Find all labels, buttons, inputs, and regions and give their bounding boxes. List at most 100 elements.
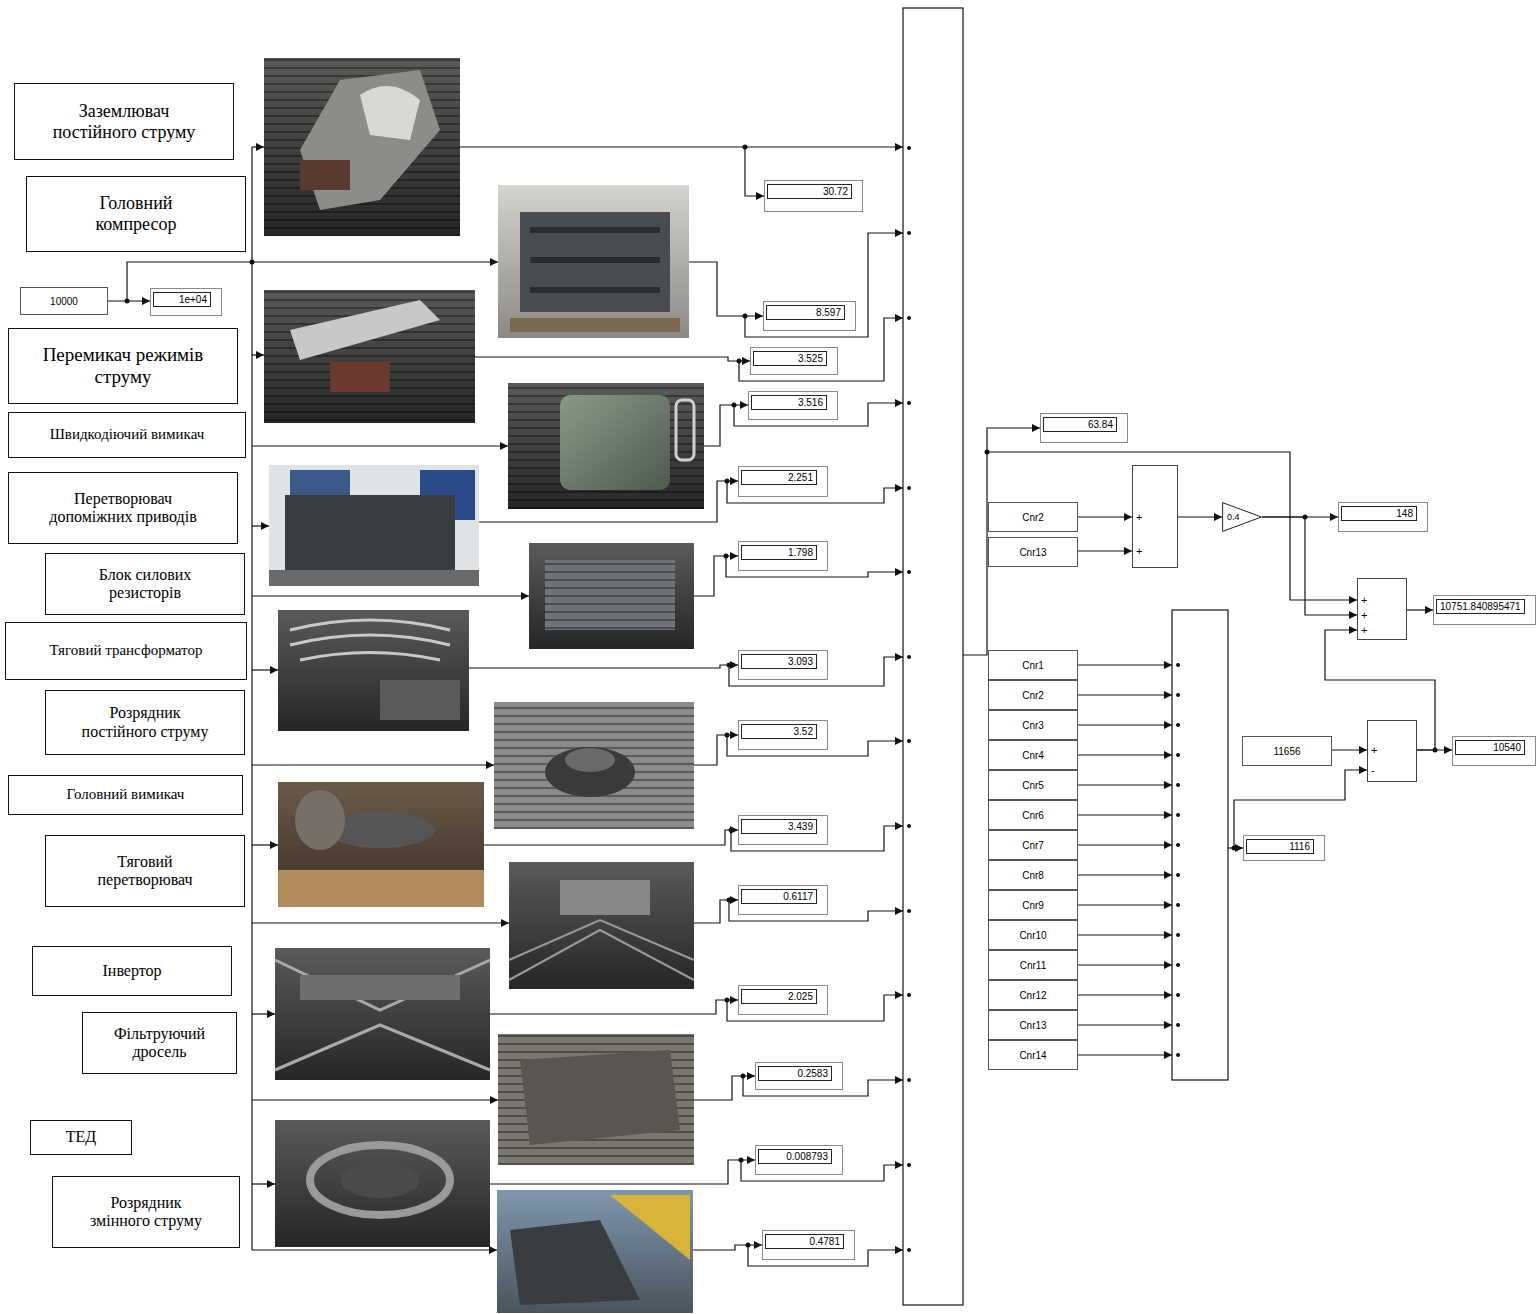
display-value: 0.2583: [758, 1066, 832, 1081]
display-value: 63.84: [1043, 417, 1117, 432]
constant-block: 11656: [1242, 736, 1332, 766]
port-dot: [907, 146, 911, 1252]
signal-wire: [745, 147, 764, 196]
display-block: 10540: [1452, 736, 1536, 766]
display-value: 3.516: [751, 395, 827, 410]
signal-bus: [251, 147, 252, 1250]
constant-block: Cnr2: [988, 680, 1078, 710]
photo-object: [520, 212, 670, 312]
constant-block: Cnr9: [988, 890, 1078, 920]
junction-dot: [985, 450, 990, 455]
signal-wire: [252, 595, 529, 596]
junction-dot: [725, 733, 730, 738]
display-block: 1116: [1243, 835, 1325, 861]
component-label: Заземлювач постійного струму: [14, 83, 234, 160]
display-value: 3.093: [741, 654, 817, 669]
junction-dot: [743, 145, 748, 150]
display-block: 0.2583: [755, 1062, 843, 1090]
signal-wire: [490, 1160, 755, 1184]
constant-value: Cnr5: [1022, 780, 1044, 791]
photo-object: [285, 495, 455, 570]
photo: [264, 290, 475, 423]
display-value: 0.008793: [758, 1149, 832, 1164]
photo: [508, 383, 704, 509]
display-block: 148: [1338, 502, 1428, 532]
photo-texture: [494, 702, 694, 829]
component-label: ТЕД: [30, 1120, 132, 1155]
photo-object: [520, 1050, 680, 1145]
component-name: Блок силових резисторів: [80, 566, 210, 603]
display-block: 1e+04: [150, 288, 222, 316]
signal-wire: [694, 900, 738, 923]
photo-texture: [545, 560, 675, 630]
display-value: 1.798: [741, 545, 817, 560]
photo-object: [560, 395, 670, 490]
photo-object: [530, 230, 660, 290]
component-label: Розрядник змінного струму: [52, 1176, 240, 1248]
photo-object: [269, 570, 479, 586]
gain-triangle: [1223, 503, 1262, 532]
signal-connector: [1178, 516, 1222, 517]
constant-value: 11656: [1273, 746, 1300, 757]
constant-value: 10000: [50, 296, 78, 307]
photo-object: [300, 70, 440, 210]
sum-block: ++: [1132, 465, 1178, 568]
signal-connector: [1407, 609, 1433, 610]
photo-object: [565, 748, 615, 772]
photo: [509, 862, 694, 989]
constant-block: Cnr8: [988, 860, 1078, 890]
component-name: Перемикач режимів струму: [28, 344, 218, 388]
component-label: Розрядник постійного струму: [45, 690, 245, 755]
display-block: 1.798: [738, 541, 828, 571]
photo-object: [300, 975, 460, 1000]
display-value: 3.52: [741, 724, 817, 739]
photo-object: [290, 300, 440, 360]
component-name: Заземлювач постійного струму: [44, 101, 204, 142]
signal-wire: [469, 665, 738, 668]
signal-wire: [689, 262, 763, 316]
display-block: 30.72: [764, 180, 863, 212]
signal-wire: [252, 261, 498, 262]
photo: [498, 185, 689, 338]
constant-value: Cnr6: [1022, 810, 1044, 821]
component-name: ТЕД: [66, 1128, 96, 1146]
constant-value: Cnr9: [1022, 900, 1044, 911]
gain-block: 0.4: [1222, 502, 1262, 532]
constant-value: Cnr2: [1022, 690, 1044, 701]
component-name: Тяговий трансформатор: [50, 642, 203, 659]
constant-value: Cnr13: [1019, 1020, 1046, 1031]
constant-block: Cnr5: [988, 770, 1078, 800]
photo: [264, 58, 460, 236]
display-value: 8.597: [766, 305, 845, 320]
photo-texture: [264, 290, 475, 423]
sign-label: -: [1368, 763, 1416, 777]
photo-object: [360, 86, 420, 140]
display-value: 0.4781: [765, 1234, 844, 1249]
component-label: Тяговий перетворювач: [45, 835, 245, 907]
photo: [494, 702, 694, 829]
constant-value: Cnr3: [1022, 720, 1044, 731]
photo-texture: [498, 1034, 694, 1165]
mux-block: [903, 8, 963, 1305]
photo-object: [295, 790, 345, 850]
junction-dot: [727, 663, 732, 668]
display-block: 3.516: [748, 391, 838, 420]
photo-object: [278, 870, 484, 907]
photo-object: [545, 560, 675, 630]
component-label: Швидкодіючий вимикач: [8, 412, 246, 458]
constant-block: Cnr13: [988, 537, 1078, 567]
component-label: Інвертор: [32, 946, 232, 996]
component-label: Фільтруючий дросель: [82, 1012, 237, 1074]
constant-value: Cnr13: [1019, 547, 1046, 558]
component-label: Перемикач режимів струму: [8, 328, 238, 404]
signal-wire: [1078, 875, 1172, 1055]
photo-object: [610, 1195, 690, 1260]
photo-object: [330, 362, 390, 392]
component-name: Інвертор: [102, 962, 161, 980]
signal-wire: [252, 525, 269, 526]
signal-wire: [490, 1000, 738, 1014]
display-block: 3.439: [738, 815, 828, 845]
component-label: Головний компресор: [26, 176, 246, 252]
gain-value: 0.4: [1222, 512, 1240, 522]
display-value: 1e+04: [153, 292, 211, 307]
